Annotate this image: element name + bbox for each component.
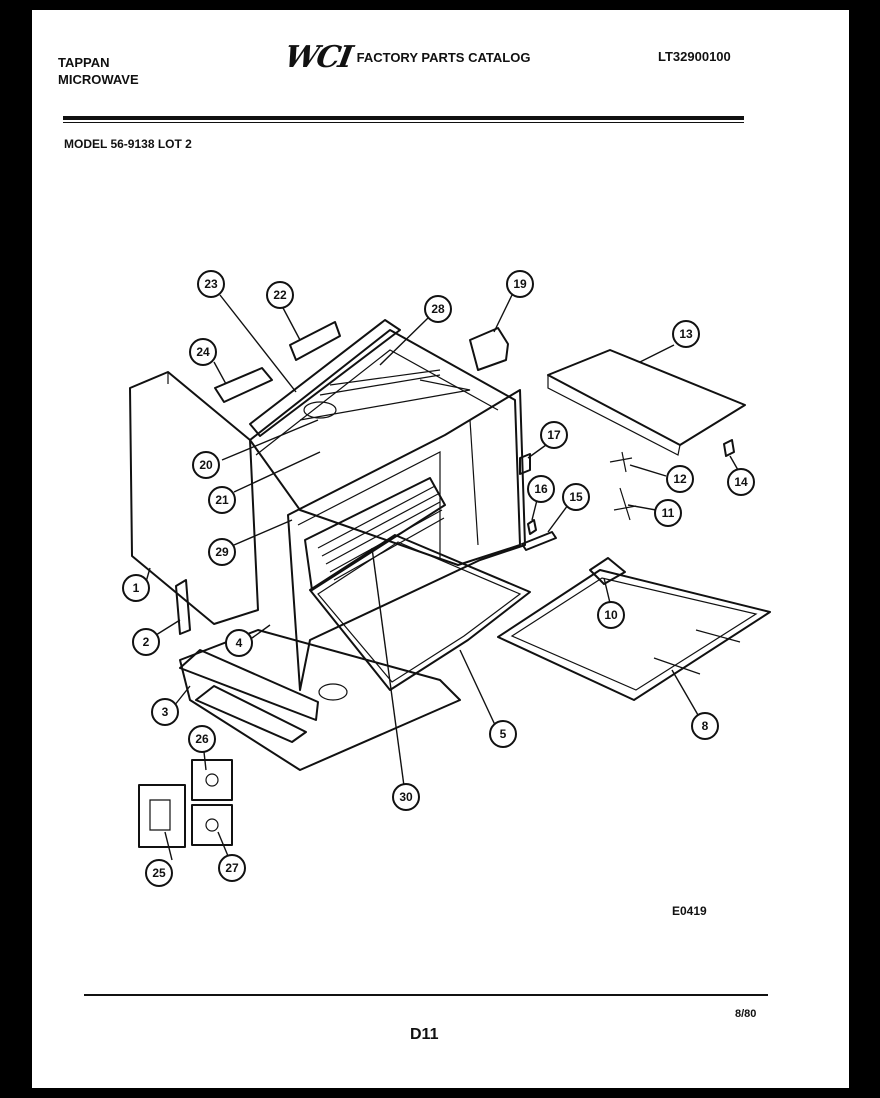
side-bracket-drawing: [175, 579, 191, 635]
callout-25: 25: [145, 859, 173, 887]
bottom-panel-drawing: [179, 629, 461, 771]
callout-label: 19: [513, 277, 527, 291]
callout-label: 23: [204, 277, 218, 291]
callout-29: 29: [208, 538, 236, 566]
callout-8: 8: [691, 712, 719, 740]
callout-13: 13: [672, 320, 700, 348]
front-frame-drawing: [287, 389, 526, 691]
oven-rack-drawing: [304, 477, 446, 591]
callout-14: 14: [727, 468, 755, 496]
callout-21: 21: [208, 486, 236, 514]
model-label: MODEL 56-9138 LOT 2: [64, 137, 192, 151]
callout-4: 4: [225, 629, 253, 657]
callout-2: 2: [132, 628, 160, 656]
callout-label: 8: [702, 719, 709, 733]
callout-label: 21: [215, 493, 229, 507]
callout-label: 26: [195, 732, 209, 746]
callout-30: 30: [392, 783, 420, 811]
callout-1: 1: [122, 574, 150, 602]
callout-15: 15: [562, 483, 590, 511]
small-parts-drawing: [519, 453, 557, 551]
callout-11: 11: [654, 499, 682, 527]
callout-label: 24: [196, 345, 210, 359]
callout-12: 12: [666, 465, 694, 493]
callout-10: 10: [597, 601, 625, 629]
callout-label: 10: [604, 608, 618, 622]
callout-label: 2: [143, 635, 150, 649]
top-bracket-drawing: [469, 327, 509, 371]
brand-line-1: TAPPAN: [58, 55, 110, 70]
callout-16: 16: [527, 475, 555, 503]
accessory-parts-drawing: [138, 759, 233, 848]
callout-label: 17: [547, 428, 561, 442]
callout-label: 15: [569, 490, 583, 504]
callout-label: 5: [500, 727, 507, 741]
catalog-title: FACTORY PARTS CATALOG: [356, 50, 531, 65]
door-panel-drawing: [497, 569, 771, 701]
callout-26: 26: [188, 725, 216, 753]
callout-label: 28: [431, 302, 445, 316]
callout-5: 5: [489, 720, 517, 748]
callout-label: 29: [215, 545, 229, 559]
callout-3: 3: [151, 698, 179, 726]
callout-24: 24: [189, 338, 217, 366]
callout-label: 11: [662, 506, 675, 520]
page-date: 8/80: [735, 1008, 757, 1020]
catalog-code: LT32900100: [658, 49, 731, 64]
callout-label: 20: [199, 458, 213, 472]
page-number: D11: [410, 1026, 439, 1043]
screw-drawing: [723, 439, 735, 457]
callout-label: 3: [162, 705, 169, 719]
brand-label: TAPPAN MICROWAVE: [58, 54, 139, 88]
footer-rule: [84, 994, 768, 996]
top-parts-drawing: [214, 319, 441, 437]
catalog-header: WCI FACTORY PARTS CATALOG: [282, 40, 531, 75]
callout-22: 22: [266, 281, 294, 309]
callout-label: 22: [273, 288, 287, 302]
callout-label: 13: [679, 327, 693, 341]
callout-label: 1: [133, 581, 140, 595]
callout-19: 19: [506, 270, 534, 298]
diagram-code: E0419: [672, 904, 707, 918]
callout-28: 28: [424, 295, 452, 323]
callout-label: 14: [734, 475, 748, 489]
callout-label: 4: [236, 636, 243, 650]
brand-line-2: MICROWAVE: [58, 72, 139, 87]
callout-label: 30: [399, 790, 413, 804]
header-rule: [63, 116, 744, 120]
oven-liner-drawing: [309, 534, 531, 691]
callout-17: 17: [540, 421, 568, 449]
front-trim-drawing: [179, 649, 319, 743]
callout-23: 23: [197, 270, 225, 298]
leader-lines: [145, 294, 739, 861]
callout-label: 25: [152, 866, 166, 880]
callout-label: 27: [225, 861, 239, 875]
callout-27: 27: [218, 854, 246, 882]
oven-body-drawing: [249, 329, 521, 566]
callout-label: 16: [534, 482, 548, 496]
element-parts-drawing: [609, 451, 637, 521]
insulation-panel-drawing: [589, 557, 626, 585]
callout-label: 12: [673, 472, 687, 486]
callout-20: 20: [192, 451, 220, 479]
header-rule-thin: [63, 122, 744, 123]
top-cover-drawing: [547, 349, 746, 456]
